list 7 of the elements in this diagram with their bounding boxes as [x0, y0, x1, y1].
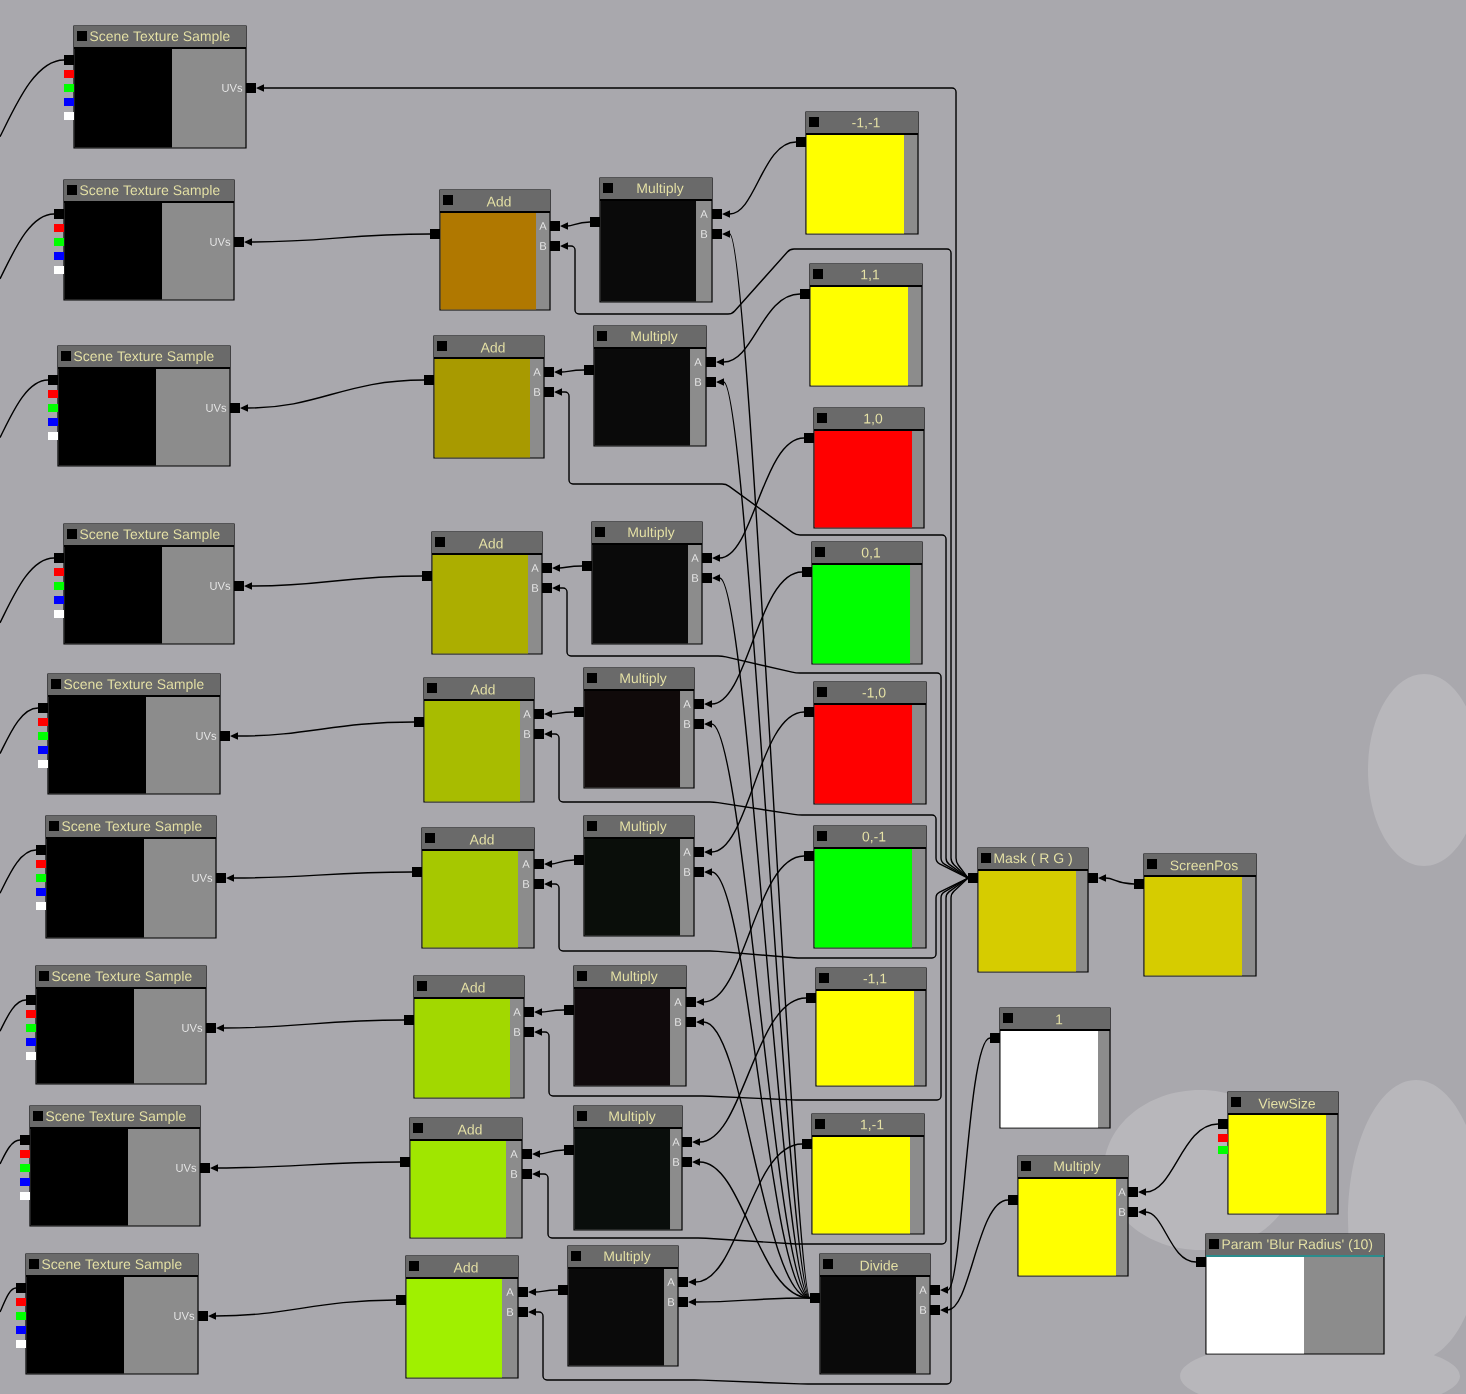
- connector-line: [0, 1139, 21, 1165]
- connector-line: [0, 59, 65, 138]
- connector-line: [0, 379, 49, 439]
- connector-line: [0, 999, 27, 1032]
- connector-line: [0, 557, 55, 624]
- connector-line: [0, 1287, 17, 1313]
- connector-line: [0, 213, 55, 280]
